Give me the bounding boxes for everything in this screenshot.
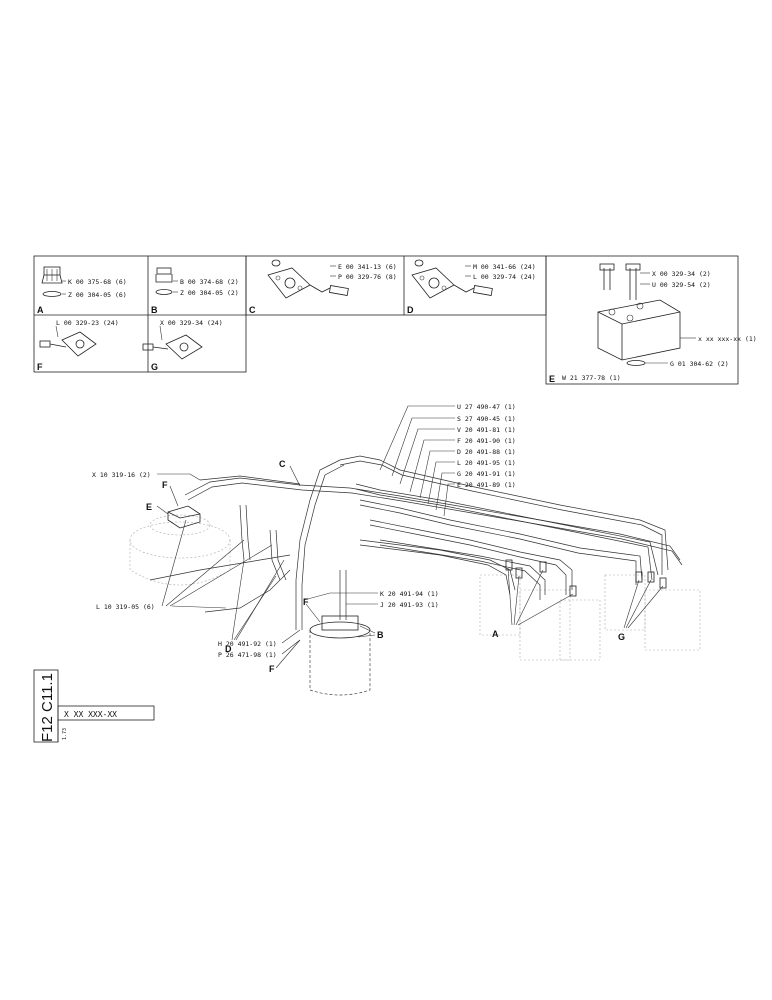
callout-f-bottom: F [269,664,275,674]
pipe-label-h: H 20 491-92 (1) [218,640,277,648]
panel-e-label-2: U 00 329-54 (2) [652,281,711,289]
pipe-label-k: K 20 491-94 (1) [380,590,439,598]
pipe-label-u: U 27 490-47 (1) [457,403,516,411]
callout-f-top: F [162,480,168,490]
main-assembly: U 27 490-47 (1) S 27 490-45 (1) V 20 491… [92,403,701,696]
title-block: F12 C11.1 X XX XXX-XX 1.73 [33,669,155,743]
panel-c-label-2: P 00 329-76 (8) [338,273,397,281]
panel-g: X 00 329-34 (24) G [142,319,223,372]
panel-c: E 00 341-13 (6) P 00 329-76 (8) C [249,259,397,315]
pipe-label-g: G 20 491-91 (1) [457,470,516,478]
panel-f: L 00 329-23 (24) F [37,319,119,372]
panel-c-letter: C [249,305,256,315]
callout-e: E [146,502,152,512]
right-leaders [379,405,455,517]
flange-fitting-icon [267,259,349,299]
block-e [167,505,201,529]
panel-e-footer: W 21 377-78 (1) [562,374,621,382]
panel-e: X 00 329-34 (2) U 00 329-54 (2) x xx xxx… [549,263,757,384]
callout-f-mid: F [303,597,309,607]
panel-b-label-2: Z 00 304-05 (2) [180,289,239,297]
panel-a-label-1: K 00 375-68 (6) [68,278,127,286]
panel-g-letter: G [151,362,158,372]
panel-f-letter: F [37,362,43,372]
fittings-a [505,559,577,597]
block-valve-icon [597,263,681,366]
pipe-label-f: F 20 491-90 (1) [457,437,516,445]
pipe-label-s: S 27 490-45 (1) [457,415,516,423]
sheet-reference: F12 C11.1 [39,673,56,742]
pipe-label-d: D 20 491-88 (1) [457,448,516,456]
panel-d-label-1: M 00 341-66 (24) [473,263,536,271]
pipe-label-l: L 20 491-95 (1) [457,459,516,467]
panel-e-label-4: G 01 304-62 (2) [670,360,729,368]
callout-a: A [492,629,499,639]
part-number: X XX XXX-XX [64,710,117,719]
panel-e-label-1: X 00 329-34 (2) [652,270,711,278]
panel-a-letter: A [37,305,44,315]
callout-g: G [618,632,625,642]
panel-c-label-1: E 00 341-13 (6) [338,263,397,271]
turret-ghost [129,514,231,586]
hose-label-x: X 10 319-16 (2) [92,471,151,479]
plug-fitting-icon [41,266,63,297]
cap-plug-icon [155,267,173,295]
panel-a-label-2: Z 00 304-05 (6) [68,291,127,299]
panel-a: K 00 375-68 (6) Z 00 304-05 (6) A [37,266,127,315]
hose-label-l: L 10 319-05 (6) [96,603,155,611]
panel-d-label-2: L 00 329-74 (24) [473,273,536,281]
panel-d: M 00 341-66 (24) L 00 329-74 (24) D [407,259,536,315]
panel-b: B 00 374-68 (2) Z 00 304-05 (2) B [151,267,239,315]
pipe-label-j: J 20 491-93 (1) [380,601,439,609]
fittings-g [635,571,667,589]
panel-b-label-1: B 00 374-68 (2) [180,278,239,286]
callout-b: B [377,630,384,640]
panel-e-letter: E [549,374,555,384]
callout-leaders [156,465,664,669]
panel-b-letter: B [151,305,158,315]
panel-g-label-1: X 00 329-34 (24) [160,319,223,327]
pipe-harness [149,455,683,630]
sheet-small-number: 1.73 [62,728,68,740]
flange-fitting-icon [411,259,493,299]
callout-d: D [225,644,232,654]
pipe-label-e: E 20 491-89 (1) [457,481,516,489]
panel-d-letter: D [407,305,414,315]
panel-e-label-3: x xx xxx-xx (1) [698,335,757,343]
screw-flange-icon [39,331,97,357]
valve-bank-ghost [479,574,701,661]
tank-cylinder [309,615,371,696]
pipe-label-v: V 20 491-81 (1) [457,426,516,434]
panel-f-label-1: L 00 329-23 (24) [56,319,119,327]
detail-panels [33,255,739,385]
callout-c: C [279,459,286,469]
screw-flange-icon [142,334,203,360]
pipe-label-p: P 26 471-98 (1) [218,651,277,659]
